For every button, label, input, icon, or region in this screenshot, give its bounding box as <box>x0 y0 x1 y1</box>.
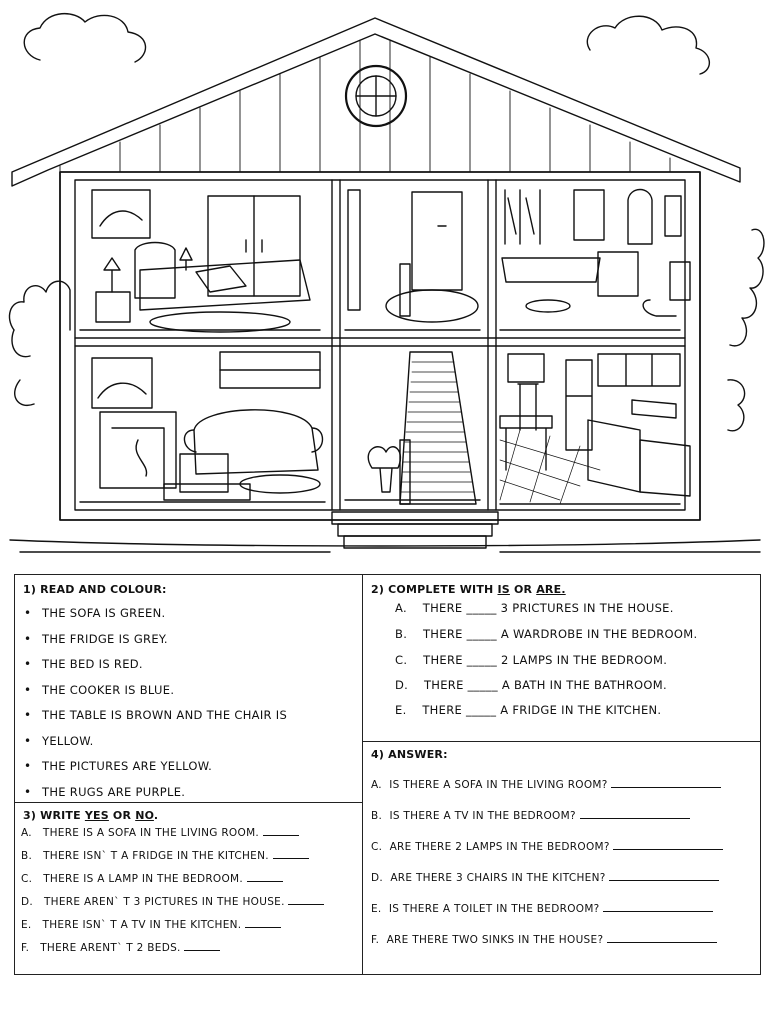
front-steps <box>331 511 499 549</box>
complete-is-are-panel: 2) COMPLETE WITH IS OR ARE. A. THERE ___… <box>362 574 761 742</box>
list-item: D. ARE THERE 3 CHAIRS IN THE KITCHEN? <box>371 870 720 884</box>
list-item: D. THERE _____ A BATH IN THE BATHROOM. <box>395 678 667 692</box>
roof <box>11 17 741 187</box>
section2-or: OR <box>513 583 533 596</box>
answer-blank[interactable]: _____ <box>466 703 497 717</box>
section3-no: NO <box>135 809 154 822</box>
answer-blank[interactable] <box>184 940 221 951</box>
list-item: THE FRIDGE IS GREY. <box>15 627 355 653</box>
tree-right <box>729 228 765 347</box>
list-item-continuation: YELLOW. <box>15 729 355 755</box>
list-item: THE RUGS ARE PURPLE. <box>15 780 355 806</box>
answer-panel: 4) ANSWER: A. IS THERE A SOFA IN THE LIV… <box>362 741 761 975</box>
section3-number: 3) <box>23 809 37 822</box>
house-walls <box>59 171 701 521</box>
list-item: B. THERE _____ A WARDROBE IN THE BEDROOM… <box>395 627 698 641</box>
answer-blank[interactable] <box>262 825 299 836</box>
list-item: B. THERE ISN` T A FRIDGE IN THE KITCHEN. <box>21 848 309 862</box>
answer-blank[interactable]: _____ <box>466 601 497 615</box>
section2-heading: 2) COMPLETE WITH IS OR ARE. <box>371 583 566 596</box>
answer-blank[interactable]: _____ <box>467 678 498 692</box>
answer-line[interactable] <box>613 839 724 850</box>
list-item: C. THERE _____ 2 LAMPS IN THE BEDROOM. <box>395 653 668 667</box>
answer-line[interactable] <box>611 777 722 788</box>
list-item: B. IS THERE A TV IN THE BEDROOM? <box>371 808 690 822</box>
answer-line[interactable] <box>579 808 690 819</box>
section2-title: COMPLETE WITH <box>388 583 494 596</box>
section1-title: READ AND COLOUR: <box>40 583 167 596</box>
list-item: F. THERE ARENT` T 2 BEDS. <box>21 940 221 954</box>
answer-blank[interactable] <box>272 848 309 859</box>
list-item: A. THERE _____ 3 PRICTURES IN THE HOUSE. <box>395 601 674 615</box>
answer-blank[interactable]: _____ <box>466 653 498 667</box>
list-item: THE PICTURES ARE YELLOW. <box>15 754 355 780</box>
section4-number: 4) <box>371 748 385 761</box>
colour-instructions-list: THE SOFA IS GREEN. THE FRIDGE IS GREY. T… <box>15 601 355 805</box>
list-item: E. THERE _____ A FRIDGE IN THE KITCHEN. <box>395 703 662 717</box>
list-item: A. THERE IS A SOFA IN THE LIVING ROOM. <box>21 825 299 839</box>
read-and-colour-panel: 1) READ AND COLOUR: THE SOFA IS GREEN. T… <box>14 574 363 805</box>
bathroom <box>499 188 691 331</box>
list-item: THE COOKER IS BLUE. <box>15 678 355 704</box>
cloud-left <box>23 13 147 63</box>
section3-heading: 3) WRITE YES OR NO. <box>23 809 159 822</box>
answer-blank[interactable] <box>288 894 325 905</box>
section3-or: OR <box>112 809 132 822</box>
answer-blank[interactable]: _____ <box>466 627 497 641</box>
section3-yes: YES <box>84 809 109 822</box>
answer-line[interactable] <box>609 870 720 881</box>
section4-heading: 4) ANSWER: <box>371 748 448 761</box>
write-yes-no-panel: 3) WRITE YES OR NO. A. THERE IS A SOFA I… <box>14 802 363 975</box>
list-item: THE SOFA IS GREEN. <box>15 601 355 627</box>
section2-are: ARE. <box>536 583 566 596</box>
section2-is: IS <box>497 583 510 596</box>
house-illustration <box>8 13 765 553</box>
cloud-right <box>586 15 710 75</box>
section4-title: ANSWER: <box>388 748 448 761</box>
list-item: E. THERE ISN` T A TV IN THE KITCHEN. <box>21 917 282 931</box>
staircase <box>344 351 481 505</box>
list-item: F. ARE THERE TWO SINKS IN THE HOUSE? <box>371 932 717 946</box>
list-item: A. IS THERE A SOFA IN THE LIVING ROOM? <box>371 777 722 791</box>
section1-number: 1) <box>23 583 37 596</box>
list-item: E. IS THERE A TOILET IN THE BEDROOM? <box>371 901 714 915</box>
tree-left <box>8 280 71 331</box>
list-item: C. THERE IS A LAMP IN THE BEDROOM. <box>21 871 283 885</box>
answer-blank[interactable] <box>246 871 283 882</box>
answer-blank[interactable] <box>245 917 282 928</box>
upstairs-hall <box>344 189 481 331</box>
list-item: THE TABLE IS BROWN AND THE CHAIR IS <box>15 703 355 729</box>
list-item: D. THERE AREN` T 3 PICTURES IN THE HOUSE… <box>21 894 325 908</box>
section1-heading: 1) READ AND COLOUR: <box>23 583 167 596</box>
kitchen <box>499 353 691 505</box>
attic-window <box>344 64 408 128</box>
answer-line[interactable] <box>606 932 717 943</box>
section3-title: WRITE <box>40 809 81 822</box>
bedroom <box>79 189 321 333</box>
answer-line[interactable] <box>603 901 714 912</box>
section2-number: 2) <box>371 583 385 596</box>
living-room <box>79 351 326 503</box>
list-item: THE BED IS RED. <box>15 652 355 678</box>
list-item: C. ARE THERE 2 LAMPS IN THE BEDROOM? <box>371 839 724 853</box>
